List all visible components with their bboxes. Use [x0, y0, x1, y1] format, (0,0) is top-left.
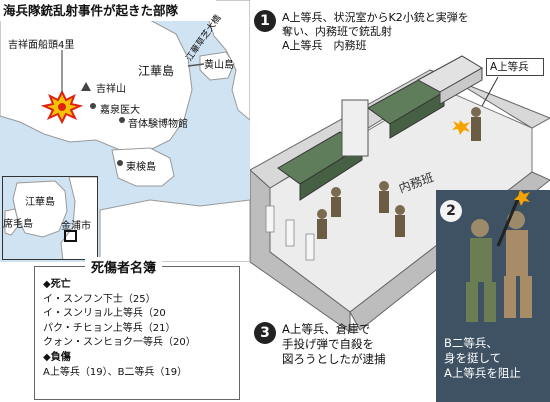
- inset-locator-map: 江華島 席毛島 金浦市: [2, 176, 98, 260]
- map-label-hwangsan-island: 黄山島: [204, 60, 234, 71]
- casualty-list-body: ◆死亡 イ・スンフン下士（25） イ・スンリョル上等兵（20 パク・チヒョン上等…: [43, 278, 196, 380]
- inset-land-shapes: [4, 177, 97, 259]
- step-3-line: 図ろうとしたが逮捕: [282, 352, 386, 366]
- private-a-callout: A上等兵: [486, 58, 544, 76]
- dead-entry: クォン・スンヒョク一等兵（20）: [43, 337, 196, 349]
- map-label-donggeom-island: 東検島: [126, 162, 156, 173]
- incident-scene-illustration: 1 A上等兵、状況室からK2小銃と実弾を 奪い、内務班で銃乱射 A上等兵 内務班…: [250, 0, 550, 402]
- step-3-line: 手投げ弾で自殺を: [282, 337, 374, 351]
- step-1-line: A上等兵 内務班: [282, 39, 367, 52]
- map-land-shapes: [0, 0, 250, 262]
- step-1-line: 奪い、内務班で銃乱射: [282, 25, 392, 38]
- casualty-list-box: 死傷者名簿 ◆死亡 イ・スンフン下士（25） イ・スンリョル上等兵（20 パク・…: [34, 257, 240, 400]
- map-title: 海兵隊銃乱射事件が起きた部隊: [0, 0, 216, 21]
- map-label-ganghwa-island: 江華島: [138, 64, 175, 78]
- map-label-base: 吉祥面船頭4里: [8, 40, 75, 51]
- location-map: 海兵隊銃乱射事件が起きた部隊 吉祥面船頭4里 吉祥山 江華島 黄山島 嘉泉医大 …: [0, 0, 250, 262]
- step-3-text: A上等兵、倉庫で 手投げ弾で自殺を 図ろうとしたが逮捕: [282, 322, 386, 367]
- step-3-badge: 3: [254, 322, 276, 344]
- step-3-line: A上等兵、倉庫で: [282, 322, 371, 336]
- struggle-panel: [436, 190, 550, 402]
- step-2-line: A上等兵を阻止: [444, 366, 521, 380]
- step-1-text: A上等兵、状況室からK2小銃と実弾を 奪い、内務班で銃乱射 A上等兵 内務班: [282, 11, 469, 53]
- casualty-list-title: 死傷者名簿: [85, 257, 163, 276]
- step-2-badge: 2: [440, 200, 462, 222]
- step-1-badge: 1: [254, 10, 276, 32]
- map-label-kissho-mountain: 吉祥山: [96, 84, 126, 95]
- inset-label-gimpo: 金浦市: [61, 221, 91, 232]
- step-2-line: 身を挺して: [444, 351, 502, 365]
- step-2-text: B二等兵、 身を挺して A上等兵を阻止: [444, 336, 521, 381]
- map-label-gacheon-university: 嘉泉医大: [100, 105, 140, 116]
- struggle-illustration: [466, 190, 532, 322]
- dead-entry: イ・スンリョル上等兵（20: [43, 308, 166, 320]
- step-1-line: A上等兵、状況室からK2小銃と実弾を: [282, 11, 469, 24]
- inset-label-seokmo: 席毛島: [3, 219, 33, 230]
- map-label-museum: 音体験博物館: [128, 119, 188, 130]
- dead-heading: ◆死亡: [43, 279, 71, 290]
- injured-entry: A上等兵（19）、B二等兵（19）: [43, 366, 188, 378]
- inset-label-ganghwa: 江華島: [25, 197, 55, 208]
- dead-entry: パク・チヒョン上等兵（21）: [43, 322, 176, 334]
- step-2-line: B二等兵、: [444, 336, 498, 350]
- injured-heading: ◆負傷: [43, 351, 71, 363]
- dead-entry: イ・スンフン下士（25）: [43, 293, 156, 305]
